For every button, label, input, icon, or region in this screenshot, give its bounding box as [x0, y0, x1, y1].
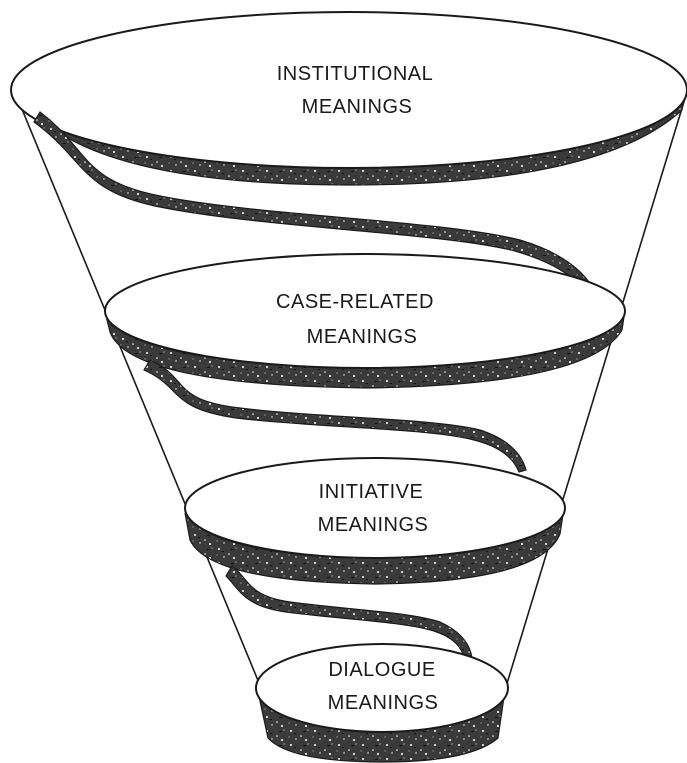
funnel-outline	[11, 84, 687, 696]
level-subtitle-case-related: MEANINGS	[307, 326, 418, 348]
level-institutional: INSTITUTIONAL MEANINGS	[10, 11, 687, 186]
disc-initiative	[184, 457, 566, 559]
level-initiative: INITIATIVE MEANINGS	[184, 457, 566, 585]
funnel-left-side	[11, 84, 265, 696]
spiral-ribbon-2	[143, 359, 527, 473]
level-subtitle-initiative: MEANINGS	[318, 514, 429, 536]
level-title-case-related: CASE-RELATED	[276, 291, 434, 313]
disc-dialogue	[255, 643, 509, 733]
disc-case-related	[104, 253, 626, 369]
level-subtitle-institutional: MEANINGS	[302, 96, 413, 118]
level-subtitle-dialogue: MEANINGS	[328, 692, 439, 714]
level-dialogue: DIALOGUE MEANINGS	[255, 643, 509, 763]
disc-institutional	[10, 11, 687, 169]
level-title-dialogue: DIALOGUE	[328, 659, 435, 681]
level-title-institutional: INSTITUTIONAL	[277, 63, 434, 85]
level-case-related: CASE-RELATED MEANINGS	[104, 253, 626, 389]
funnel-right-side	[504, 94, 687, 691]
level-title-initiative: INITIATIVE	[319, 481, 424, 503]
